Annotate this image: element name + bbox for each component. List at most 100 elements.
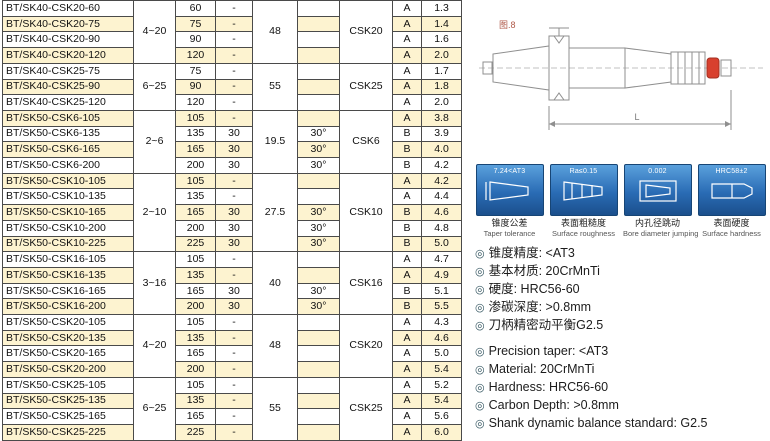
angle-cell — [297, 0, 340, 17]
bullet-icon: ◎ — [475, 283, 485, 296]
grade-cell: B — [392, 282, 422, 300]
angle-cell: 30° — [297, 157, 340, 174]
length-cell: 135 — [175, 125, 216, 143]
type-cell: CSK16 — [339, 251, 393, 316]
grade-cell: A — [392, 0, 422, 17]
grade-cell: A — [392, 31, 422, 49]
spec-list-cn: ◎锥度精度: <AT3 ◎基本材质: 20CrMnTi ◎硬度: HRC56-6… — [475, 245, 767, 335]
grade-cell: B — [392, 125, 422, 143]
angle-cell — [297, 109, 340, 127]
model-cell: BT/SK50-CSK20-105 — [2, 314, 134, 331]
weight-cell: 5.2 — [421, 376, 462, 394]
angle-cell — [297, 266, 340, 284]
model-cell: BT/SK50-CSK6-135 — [2, 125, 134, 143]
model-cell: BT/SK50-CSK25-135 — [2, 392, 134, 410]
surface-hardness-icon: HRC58±2 — [697, 164, 766, 216]
d-cell: - — [215, 109, 253, 127]
spec-item-en: ◎Hardness: HRC56-60 — [475, 379, 767, 397]
length-cell: 120 — [175, 47, 216, 64]
d-cell: - — [215, 47, 253, 64]
angle-cell: 30° — [297, 141, 340, 159]
length-cell: 60 — [175, 0, 216, 17]
d-cell: - — [215, 392, 253, 410]
d-cell: - — [215, 94, 253, 111]
grade-cell: B — [392, 235, 422, 253]
grade-cell: A — [392, 423, 422, 441]
length-cell: 225 — [175, 235, 216, 253]
d-cell: 30 — [215, 125, 253, 143]
length-cell: 200 — [175, 219, 216, 237]
model-cell: BT/SK50-CSK20-135 — [2, 329, 134, 347]
bullet-icon: ◎ — [475, 247, 485, 260]
model-cell: BT/SK50-CSK10-105 — [2, 172, 134, 190]
weight-cell: 5.0 — [421, 235, 462, 253]
length-cell: 165 — [175, 345, 216, 363]
grade-cell: B — [392, 204, 422, 221]
spec-text: Precision taper: <AT3 — [488, 343, 609, 358]
length-cell: 165 — [175, 408, 216, 425]
bore-runout-icon: 0.002 — [623, 164, 692, 216]
angle-cell — [297, 314, 340, 331]
length-cell: 105 — [175, 172, 216, 190]
weight-cell: 3.9 — [421, 125, 462, 143]
type-cell: CSK20 — [339, 0, 393, 64]
d-cell: - — [215, 78, 253, 96]
model-cell: BT/SK50-CSK10-200 — [2, 219, 134, 237]
weight-cell: 2.0 — [421, 94, 462, 111]
d-cell: - — [215, 376, 253, 394]
grade-cell: B — [392, 298, 422, 316]
weight-cell: 4.4 — [421, 188, 462, 206]
grade-cell: A — [392, 172, 422, 190]
length-cell: 120 — [175, 94, 216, 111]
d-cell: - — [215, 0, 253, 17]
length-cell: 75 — [175, 62, 216, 80]
weight-cell: 4.7 — [421, 251, 462, 268]
icon-caption-en: Surface roughness — [552, 228, 615, 238]
range-cell: 3~16 — [133, 251, 176, 316]
spec-text: 锥度精度: <AT3 — [488, 245, 575, 260]
angle-cell — [297, 31, 340, 49]
model-cell: BT/SK50-CSK10-135 — [2, 188, 134, 206]
d-cell: - — [215, 345, 253, 363]
model-cell: BT/SK50-CSK16-135 — [2, 266, 134, 284]
angle-cell — [297, 329, 340, 347]
spec-text: 刀柄精密动平衡G2.5 — [488, 317, 604, 332]
spec-item-cn: ◎硬度: HRC56-60 — [475, 281, 767, 299]
model-cell: BT/SK50-CSK16-105 — [2, 251, 134, 268]
angle-cell: 30° — [297, 125, 340, 143]
angle-cell — [297, 188, 340, 206]
icon-caption-cn: 锥度公差 — [491, 218, 528, 228]
length-cell: 165 — [175, 282, 216, 300]
bullet-icon: ◎ — [475, 301, 485, 314]
angle-cell: 30° — [297, 282, 340, 300]
spec-item-en: ◎Material: 20CrMnTi — [475, 361, 767, 379]
taper-tolerance-value: 7.24<AT3 — [493, 168, 526, 175]
spec-text: 硬度: HRC56-60 — [488, 281, 580, 296]
length-cell: 200 — [175, 298, 216, 316]
d-cell: - — [215, 314, 253, 331]
quality-icon-surface-hardness: HRC58±2 表面硬度 Surface hardness — [697, 164, 766, 238]
quality-icon-bore-runout: 0.002 内孔径跳动 Bore diameter jumping — [623, 164, 698, 238]
grade-cell: A — [392, 376, 422, 394]
length-cell: 75 — [175, 15, 216, 33]
type-cell: CSK25 — [339, 62, 393, 111]
weight-cell: 6.0 — [421, 423, 462, 441]
grade-cell: B — [392, 219, 422, 237]
b-cell: 55 — [252, 376, 298, 441]
angle-cell — [297, 94, 340, 111]
model-cell: BT/SK40-CSK25-90 — [2, 78, 134, 96]
grade-cell: A — [392, 47, 422, 64]
surface-roughness-icon: Ra≤0.15 — [549, 164, 618, 216]
